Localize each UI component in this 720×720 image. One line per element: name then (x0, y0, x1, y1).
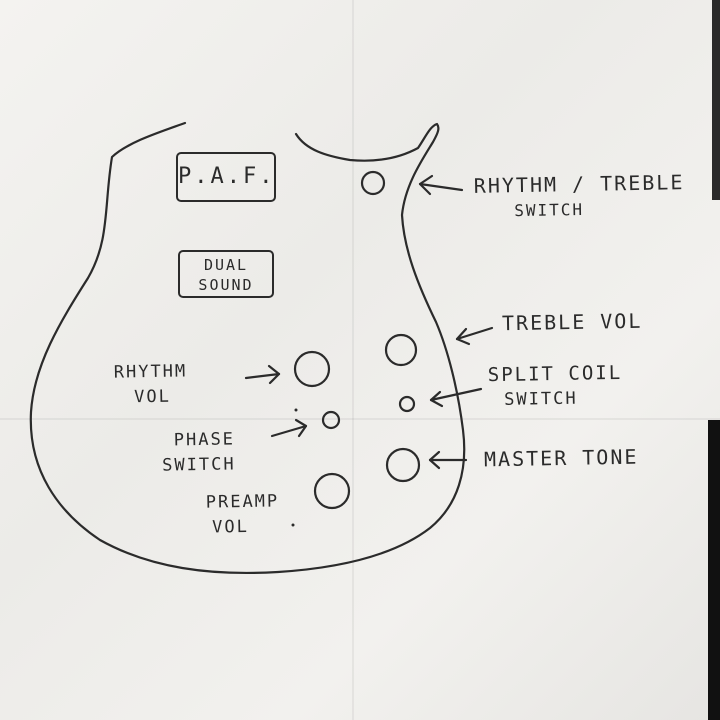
guitar-body-outline (29, 121, 466, 575)
paf-pickup-box: P.A.F. (176, 152, 276, 202)
arrow-phase-switch (270, 418, 308, 438)
arrow-treble-vol (455, 326, 494, 346)
treble-vol-label: TREBLE VOL (502, 309, 643, 336)
master-tone-knob (385, 447, 421, 483)
rhythm-treble-switch-knob (360, 170, 386, 196)
label-line: SPLIT COIL (487, 361, 623, 387)
split-coil-switch-label: SPLIT COIL SWITCH (488, 361, 623, 413)
label-line: TREBLE VOL (501, 308, 643, 336)
preamp-vol-knob (313, 472, 351, 510)
background-edge (708, 420, 720, 720)
label-line: VOL (134, 386, 172, 408)
label-line: PHASE (173, 429, 236, 451)
background-edge-top (712, 0, 720, 200)
arrow-rhythm-vol (244, 364, 281, 385)
phase-switch-label: PHASE SWITCH (162, 427, 236, 478)
rhythm-vol-knob (293, 350, 331, 388)
dual-sound-pickup-box: DUAL SOUND (178, 250, 274, 298)
arrow-rhythm-treble (418, 174, 464, 196)
label-line: PREAMP (205, 491, 280, 513)
arrow-split-coil (429, 387, 483, 408)
arrow-master-tone (428, 450, 468, 470)
label-line: SWITCH (162, 454, 236, 476)
dual-sound-label-line2: SOUND (198, 276, 254, 294)
treble-vol-knob (384, 333, 418, 367)
label-line: RHYTHM (113, 361, 188, 383)
phase-switch-knob (321, 410, 341, 430)
ink-dot (291, 523, 295, 527)
label-line: MASTER TONE (483, 444, 639, 472)
master-tone-label: MASTER TONE (484, 445, 639, 473)
label-line: SWITCH (504, 388, 578, 410)
ink-dot (294, 408, 298, 412)
label-line: RHYTHM / TREBLE (473, 170, 685, 198)
label-line: SWITCH (514, 199, 585, 221)
preamp-vol-label: PREAMP VOL (206, 489, 280, 540)
rhythm-vol-label: RHYTHM VOL (114, 359, 188, 410)
dual-sound-label-line1: DUAL (203, 256, 249, 274)
split-coil-switch-knob (398, 395, 416, 413)
paper-crease-vertical (352, 0, 354, 720)
paper-crease-horizontal (0, 418, 720, 420)
label-line: VOL (212, 516, 250, 538)
rhythm-treble-switch-label: RHYTHM / TREBLE SWITCH (474, 170, 685, 224)
paf-pickup-label: P.A.F. (178, 164, 276, 189)
